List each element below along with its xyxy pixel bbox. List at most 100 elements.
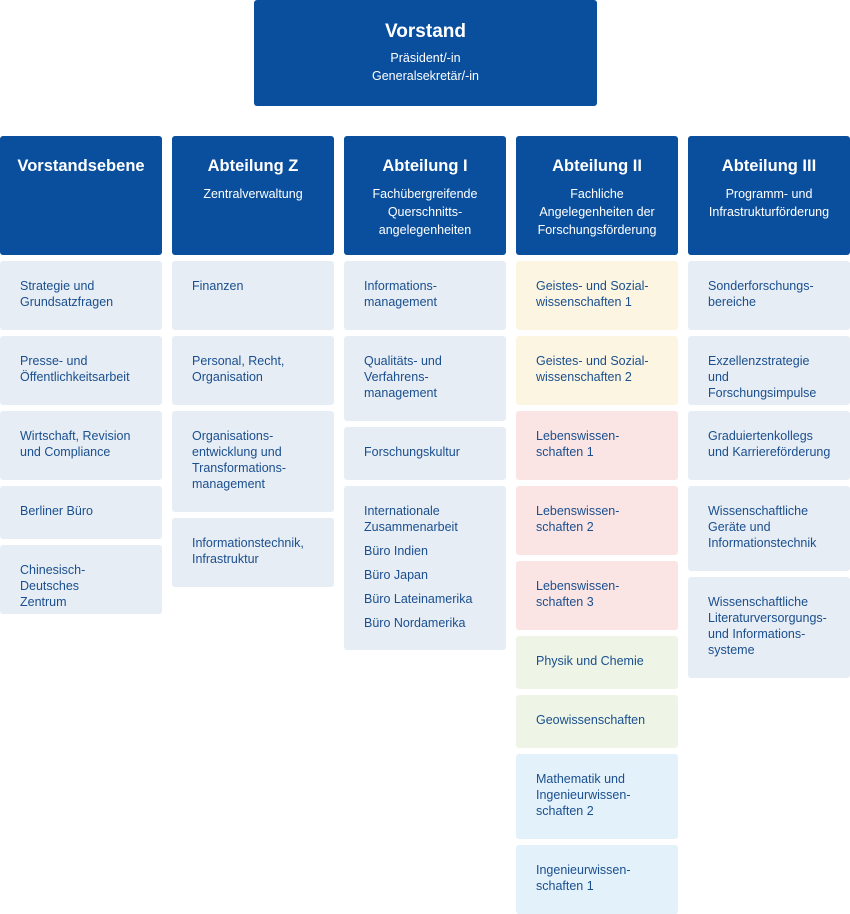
column-subtitle-line: Forschungsförderung — [537, 223, 657, 237]
column-title: Abteilung I — [382, 157, 468, 175]
unit-label-line: Organisations- — [192, 429, 274, 443]
office-label: Büro Lateinamerika — [364, 592, 473, 606]
unit-label-line: Qualitäts- und — [364, 354, 442, 368]
unit-label-line: Mathematik und — [536, 772, 625, 786]
unit-box: Berliner Büro — [0, 486, 162, 539]
board-box: Vorstand Präsident/-in Generalsekretär/-… — [254, 0, 597, 106]
unit-label-line: und Compliance — [20, 445, 111, 459]
unit-label-line: Berliner Büro — [20, 504, 93, 518]
unit-box: Physik und Chemie — [516, 636, 678, 689]
unit-label-line: management — [364, 386, 437, 400]
unit-box: Informations-management — [344, 261, 506, 330]
unit-label-line: Zusammenarbeit — [364, 520, 458, 534]
unit-label-line: Lebenswissen- — [536, 429, 620, 443]
unit-label-line: Exzellenzstrategie und — [708, 354, 810, 384]
unit-label-line: Internationale — [364, 504, 440, 518]
column-title: Vorstandsebene — [17, 157, 145, 175]
unit-box: Informationstechnik, Infrastruktur — [172, 518, 334, 587]
unit-box: Wirtschaft, Revision und Compliance — [0, 411, 162, 480]
unit-box: Geistes- und Sozial-wissenschaften 1 — [516, 261, 678, 330]
unit-label-line: Sonderforschungs- — [708, 279, 814, 293]
unit-label-line: wissenschaften 1 — [536, 295, 632, 309]
unit-label-line: management — [192, 477, 265, 491]
unit-box: Lebenswissen-schaften 2 — [516, 486, 678, 555]
column-subtitle-line: Infrastrukturförderung — [708, 205, 830, 219]
unit-box: Ingenieurwissen-schaften 1 — [516, 845, 678, 914]
unit-label-line: Verfahrens- — [364, 370, 429, 384]
unit-box: Personal, Recht,Organisation — [172, 336, 334, 405]
unit-label-line: Personal, Recht, — [192, 354, 285, 368]
unit-label-line: Forschungsimpulse — [708, 386, 817, 400]
unit-label-line: Geistes- und Sozial- — [536, 279, 649, 293]
unit-label-line: schaften 3 — [536, 595, 594, 609]
board-title: Vorstand — [385, 21, 466, 42]
unit-label-line: Ingenieurwissen- — [536, 863, 631, 877]
unit-label-line: Wirtschaft, Revision — [20, 429, 131, 443]
column-subtitle-line: Fachübergreifende — [372, 187, 478, 201]
unit-label-line: schaften 2 — [536, 520, 594, 534]
unit-box: Geistes- und Sozial-wissenschaften 2 — [516, 336, 678, 405]
unit-box: Forschungskultur — [344, 427, 506, 480]
unit-label-line: wissenschaften 2 — [536, 370, 632, 384]
unit-label-line: schaften 1 — [536, 445, 594, 459]
unit-label-line: Ingenieurwissen- — [536, 788, 631, 802]
office-label: Büro Indien — [364, 544, 428, 558]
column-title: Abteilung Z — [207, 157, 299, 175]
unit-label-line: systeme — [708, 643, 755, 657]
unit-label-line: und Karriereförderung — [708, 445, 831, 459]
unit-label-line: Grundsatzfragen — [20, 295, 114, 309]
unit-label-line: Forschungskultur — [364, 445, 460, 459]
column-subtitle-line: Querschnitts- — [387, 205, 463, 219]
office-label: Büro Nordamerika — [364, 616, 466, 630]
unit-label-line: Literaturversorgungs- — [708, 611, 827, 625]
unit-label-line: Informationstechnik — [708, 536, 817, 550]
unit-label-line: Lebenswissen- — [536, 504, 620, 518]
unit-label-line: Presse- und — [20, 354, 88, 368]
unit-box: Lebenswissen-schaften 3 — [516, 561, 678, 630]
unit-box: Finanzen — [172, 261, 334, 330]
column-subtitle-line: Angelegenheiten der — [539, 205, 655, 219]
office-label: Büro Japan — [364, 568, 428, 582]
unit-label-line: Lebenswissen- — [536, 579, 620, 593]
unit-label-line: Infrastruktur — [192, 552, 259, 566]
unit-label-line: Informations- — [364, 279, 437, 293]
unit-box: Sonderforschungs-bereiche — [688, 261, 850, 330]
column-subtitle-line: angelegenheiten — [378, 223, 472, 237]
unit-label-line: Geistes- und Sozial- — [536, 354, 649, 368]
unit-label-line: Geräte und — [708, 520, 771, 534]
board-subtitle: Präsident/-in Generalsekretär/-in — [254, 49, 597, 85]
unit-label-line: Öffentlichkeitsarbeit — [20, 370, 130, 384]
column-subtitle-line: Programm- und — [725, 187, 813, 201]
unit-label-line: Geowissenschaften — [536, 713, 646, 727]
unit-label-line: Finanzen — [192, 279, 244, 293]
unit-label-line: schaften 2 — [536, 804, 594, 818]
unit-label-line: Strategie und — [20, 279, 95, 293]
unit-label-line: Informationstechnik, — [192, 536, 304, 550]
board-subtitle-line: Generalsekretär/-in — [372, 69, 479, 83]
board-subtitle-line: Präsident/-in — [390, 51, 461, 65]
unit-label-line: und Informations- — [708, 627, 806, 641]
unit-label-line: Wissenschaftliche — [708, 504, 809, 518]
column-header: Vorstandsebene — [0, 136, 162, 255]
unit-label-line: Zentrum — [20, 595, 67, 609]
column-title: Abteilung III — [721, 157, 817, 175]
column-subtitle: Zentralverwaltung — [180, 185, 326, 203]
